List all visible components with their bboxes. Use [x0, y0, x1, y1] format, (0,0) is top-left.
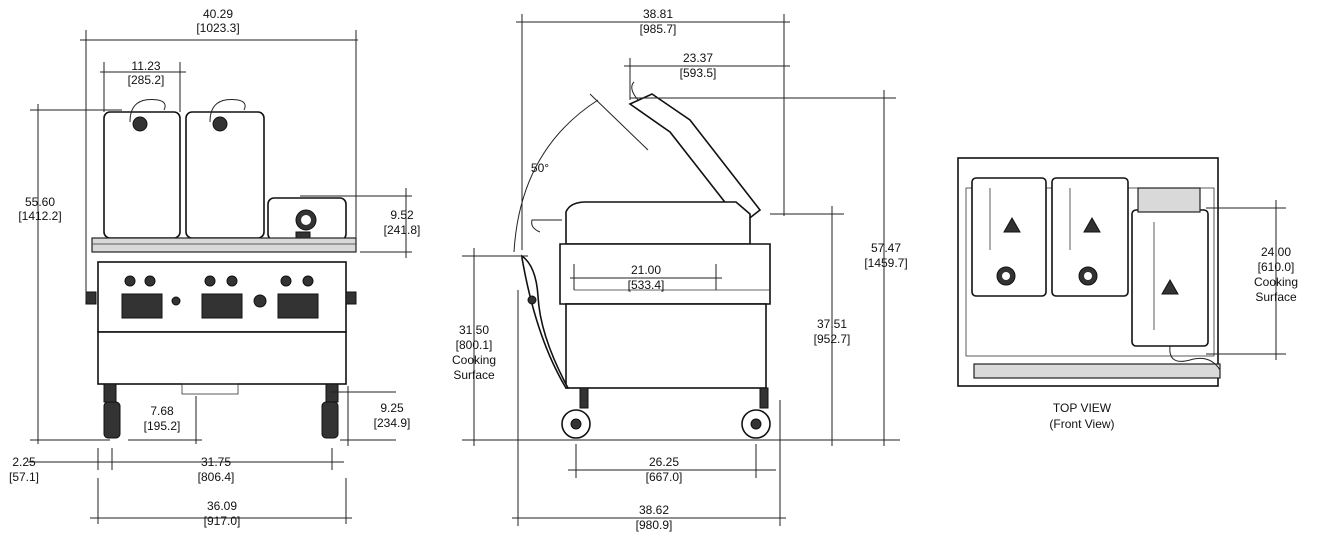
side-casters — [561, 387, 771, 439]
side-platen-depth-mm: [593.5] — [680, 66, 717, 80]
front-casters — [103, 383, 339, 439]
side-base-depth-in: 38.62 — [639, 503, 669, 517]
side-surface-label-2: Surface — [453, 368, 495, 382]
side-body-height-mm: [952.7] — [814, 332, 851, 346]
top-surface-depth-in: 24.00 — [1261, 245, 1291, 259]
front-tank-width-mm: [285.2] — [128, 73, 165, 87]
side-overall-height-mm: [1459.7] — [864, 256, 907, 270]
side-upper-cabinet — [559, 243, 771, 305]
front-view: 40.29 [1023.3] 11.23 [285.2] 55.60 [1412… — [9, 7, 420, 528]
top-surface-depth-mm: [610.0] — [1258, 260, 1295, 274]
front-drawer-mm: [195.2] — [144, 419, 181, 433]
front-cabinet — [97, 331, 347, 385]
side-view: 38.81 [985.7] 23.37 [593.5] 50° 21.00 [5… — [452, 7, 908, 532]
top-platen — [1131, 209, 1209, 347]
top-dimension-lines — [1206, 200, 1286, 360]
front-base-width-mm: [917.0] — [204, 514, 241, 528]
side-caster-spacing-mm: [667.0] — [646, 470, 683, 484]
top-front-rail — [973, 363, 1221, 379]
top-tank-right — [1051, 177, 1129, 297]
side-cooking-depth-in: 21.00 — [631, 263, 661, 277]
side-platen-depth-in: 23.37 — [683, 51, 713, 65]
side-angle-arc — [513, 99, 599, 253]
side-surface-height-mm: [800.1] — [456, 338, 493, 352]
top-tank-left — [971, 177, 1047, 297]
side-surface-label-1: Cooking — [452, 353, 496, 367]
side-front-panel — [521, 254, 570, 389]
front-tank-handles — [129, 98, 246, 132]
top-surface-label-2: Surface — [1255, 290, 1297, 304]
front-caster-spacing-mm: [806.4] — [198, 470, 235, 484]
front-knobs — [124, 275, 314, 287]
top-surface-label-1: Cooking — [1254, 275, 1298, 289]
front-right-tank — [185, 111, 265, 239]
front-height-in: 55.60 — [25, 195, 55, 209]
front-caster-spacing-in: 31.75 — [201, 455, 231, 469]
side-dimension-lines — [462, 14, 900, 526]
side-cooking-depth-mm: [533.4] — [628, 278, 665, 292]
front-caster-height-in: 9.25 — [380, 401, 404, 415]
front-platen-height-mm: [241.8] — [384, 223, 421, 237]
front-caster-height-mm: [234.9] — [374, 416, 411, 430]
side-top-depth-mm: [985.7] — [640, 22, 677, 36]
side-lower-cabinet — [565, 303, 767, 389]
top-view-title: TOP VIEW — [1053, 401, 1112, 415]
side-caster-spacing-in: 26.25 — [649, 455, 679, 469]
side-angle: 50° — [531, 161, 549, 175]
side-top-depth-in: 38.81 — [643, 7, 673, 21]
side-base-depth-mm: [980.9] — [636, 518, 673, 532]
side-grill-top — [565, 201, 751, 245]
top-view: 24.00 [610.0] Cooking Surface TOP VIEW (… — [957, 157, 1298, 431]
side-surface-height-in: 31.50 — [459, 323, 489, 337]
front-overall-width-in: 40.29 — [203, 7, 233, 21]
front-drawer-in: 7.68 — [150, 404, 174, 418]
top-view-subtitle: (Front View) — [1049, 417, 1114, 431]
side-body-height-in: 37.51 — [817, 317, 847, 331]
front-caster-offset-mm: [57.1] — [9, 470, 39, 484]
front-overall-width-mm: [1023.3] — [196, 21, 239, 35]
front-base-width-in: 36.09 — [207, 499, 237, 513]
front-caster-offset-in: 2.25 — [12, 455, 36, 469]
side-platen — [628, 93, 762, 226]
side-overall-height-in: 57.47 — [871, 241, 901, 255]
front-tank-width-in: 11.23 — [131, 59, 160, 73]
front-height-mm: [1412.2] — [18, 209, 61, 223]
front-dimension-lines — [28, 30, 412, 524]
front-platen-height-in: 9.52 — [390, 208, 414, 222]
front-grill-top — [91, 237, 357, 253]
